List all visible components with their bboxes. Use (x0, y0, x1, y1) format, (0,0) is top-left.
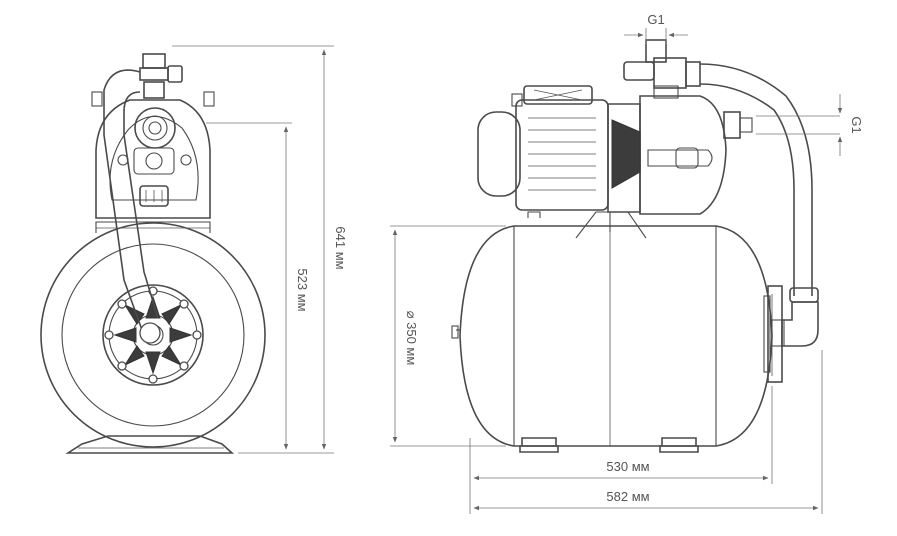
label-outlet-thread: G1 (849, 116, 864, 133)
side-hose (699, 63, 819, 347)
front-tank (40, 221, 266, 448)
side-pump-housing (607, 95, 753, 215)
label-tank-diameter: ⌀ 350 мм (404, 311, 419, 366)
label-inlet-thread: G1 (647, 12, 664, 27)
front-hose (103, 69, 161, 344)
front-pump-body (91, 91, 215, 219)
side-view (451, 39, 819, 453)
front-base-foot (65, 435, 235, 454)
front-top-fittings (139, 53, 183, 99)
front-flange (102, 284, 204, 386)
front-dimensions: 641 мм 523 мм (172, 45, 348, 454)
side-dimensions: ⌀ 350 мм 530 мм 582 мм G1 G1 (390, 12, 864, 514)
label-tank-length: 530 мм (606, 459, 649, 474)
side-tank (451, 225, 773, 453)
label-height-total: 641 мм (333, 226, 348, 269)
side-pump-supports (527, 211, 647, 239)
side-motor (477, 85, 609, 211)
label-height-pump: 523 мм (295, 268, 310, 311)
side-top-fittings (623, 39, 701, 99)
side-flange (763, 285, 783, 383)
front-view (40, 53, 266, 454)
label-overall-length: 582 мм (606, 489, 649, 504)
